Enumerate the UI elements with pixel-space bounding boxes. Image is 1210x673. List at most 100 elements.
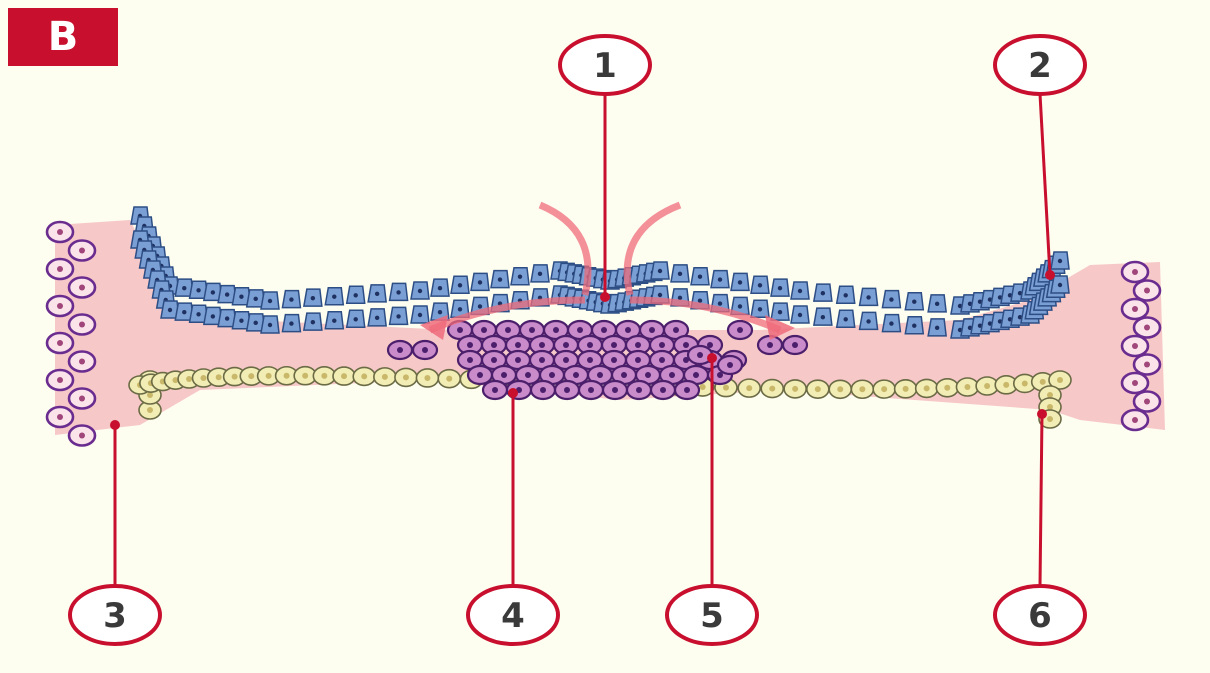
epiblast-cell [451,276,469,293]
hypoblast-cell [956,378,978,396]
epiblast-cell [691,268,709,285]
callout-number: 5 [700,596,724,636]
epiblast-cell [304,313,322,330]
side-cell [1122,410,1148,430]
epiblast-cell [837,310,855,327]
side-cell [47,296,73,316]
epiblast-cell [731,273,749,290]
migrating-cell [579,381,603,399]
migrating-cell [531,381,555,399]
epiblast-cell [905,317,923,334]
side-cell [69,389,95,409]
epiblast-cell [791,306,809,323]
callout-number: 4 [501,596,525,636]
side-cell [69,426,95,446]
epiblast-cell [511,268,529,285]
callout-dot [707,353,717,363]
epiblast-cell [282,291,300,308]
migrating-cell [651,381,675,399]
side-cell [47,370,73,390]
migrating-cell [718,356,742,374]
epiblast-cell [390,283,408,300]
side-cell [1122,299,1148,319]
epiblast-cell [390,307,408,324]
side-cell [47,259,73,279]
side-cell [1134,318,1160,338]
epiblast-cell [882,291,900,308]
callout-leader [1040,414,1042,586]
migrating-cell [627,381,651,399]
hypoblast-cell [784,380,806,398]
migrating-cell [603,381,627,399]
epiblast-cell [1051,276,1069,293]
hypoblast-cell [313,367,335,385]
epiblast-cell [814,284,832,301]
hypoblast-cell [936,379,958,397]
side-cell [69,241,95,261]
callout-2: 2 [995,36,1085,280]
epiblast-cell [791,282,809,299]
side-cell [1134,281,1160,301]
hypoblast-cell [395,368,417,386]
epiblast-cell [368,309,386,326]
migrating-cell [483,381,507,399]
epiblast-cell [1051,252,1069,269]
epiblast-cell [347,286,365,303]
side-cell [69,352,95,372]
epiblast-cell [261,292,279,309]
hypoblast-cell [851,380,873,398]
callout-number: 6 [1028,596,1052,636]
epiblast-cell [304,289,322,306]
hypoblast-cell [438,370,460,388]
callout-dot [600,292,610,302]
callout-dot [110,420,120,430]
migrating-cell [388,341,412,359]
epiblast-cell [905,293,923,310]
callout-dot [1045,270,1055,280]
callout-dot [1037,409,1047,419]
epiblast-cell [882,315,900,332]
side-cell [69,278,95,298]
epiblast-cell [860,312,878,329]
hypoblast-cell [829,380,851,398]
epiblast-cell [411,282,429,299]
epiblast-cell [282,315,300,332]
epiblast-cell [411,306,429,323]
epiblast-cell [347,310,365,327]
migrating-cell [413,341,437,359]
callout-1: 1 [560,36,650,302]
epiblast-cell [751,300,769,317]
epiblast-cell [814,308,832,325]
migrating-cell [675,381,699,399]
callout-4: 4 [468,388,558,644]
epiblast-cell [860,288,878,305]
hypoblast-cell [916,379,938,397]
hypoblast-cell [374,368,396,386]
epiblast-cell [431,279,449,296]
epiblast-cell [928,319,946,336]
side-cell [1122,262,1148,282]
callout-number: 3 [103,596,127,636]
callout-6: 6 [995,409,1085,644]
hypoblast-cell [333,367,355,385]
side-cell [1134,392,1160,412]
migrating-cell [783,336,807,354]
callout-number: 2 [1028,46,1052,86]
hypoblast-cell [416,369,438,387]
epiblast-cell [651,262,669,279]
epiblast-cell [928,295,946,312]
side-cell [47,407,73,427]
callout-number: 1 [593,46,617,86]
epiblast-cell [711,271,729,288]
epiblast-cell [261,316,279,333]
callout-3: 3 [70,420,160,644]
epiblast-cell [491,271,509,288]
epiblast-cell [471,273,489,290]
epiblast-cell [325,288,343,305]
side-cell [1134,355,1160,375]
hypoblast-cell [807,380,829,398]
side-cell [47,222,73,242]
migrating-cell [728,321,752,339]
